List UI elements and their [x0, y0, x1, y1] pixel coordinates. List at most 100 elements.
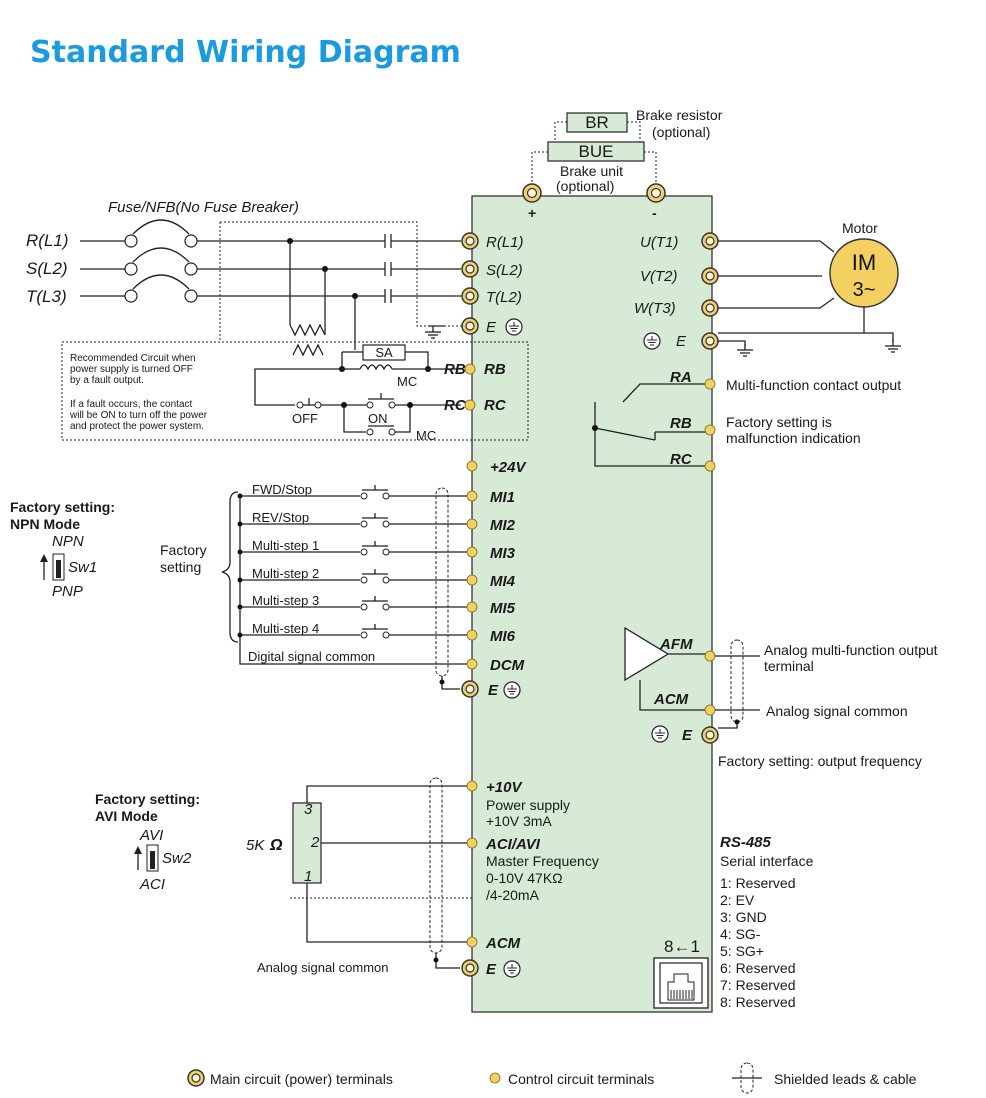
pot-pin2: 2 [310, 834, 320, 851]
acm-out-label: ACM [653, 691, 689, 708]
rb-left: RB [444, 361, 466, 378]
e-dcm-label: E [488, 682, 499, 699]
acm-in-label: ACM [485, 935, 521, 952]
npn-title2: NPN Mode [10, 516, 80, 532]
terminal-24v [466, 460, 478, 472]
rs485-subtitle: Serial interface [720, 853, 814, 869]
afm-amplifier [624, 626, 670, 682]
terminal-acm-in [466, 936, 478, 948]
terminal-mi6 [466, 629, 478, 641]
mi4-label: MI4 [490, 573, 516, 590]
fuse-label: Fuse/NFB(No Fuse Breaker) [108, 199, 299, 216]
aci-desc3: /4-20mA [486, 887, 540, 903]
plus10-label: +10V [486, 779, 523, 796]
avi-sw: Sw2 [162, 850, 192, 867]
term-r-label: R(L1) [486, 234, 524, 251]
di-label-2: REV/Stop [252, 510, 309, 525]
aci-desc2: 0-10V 47KΩ [486, 870, 563, 886]
legend: Main circuit (power) terminals Control c… [187, 1062, 917, 1094]
npn-title1: Factory setting: [10, 499, 115, 515]
mc-label: MC [397, 374, 417, 389]
pot-value: 5K [246, 837, 265, 854]
afm-factory: Factory setting: output frequency [718, 753, 922, 769]
dc-minus-label: - [652, 205, 657, 221]
plus10-desc2: +10V 3mA [486, 813, 552, 829]
input-s: S(L2) [26, 259, 68, 278]
motor-phase: 3~ [853, 279, 876, 301]
term-t-label: T(L2) [486, 289, 522, 306]
plus24-label: +24V [490, 459, 527, 476]
e-analog-label: E [486, 961, 497, 978]
brake-resistor-optional: (optional) [652, 124, 710, 140]
rc-term: RC [484, 397, 507, 414]
mi2-label: MI2 [490, 517, 516, 534]
note1-line1: Recommended Circuit when [70, 353, 196, 364]
di-label-3: Multi-step 1 [252, 538, 319, 553]
afm-desc2: terminal [764, 658, 814, 674]
di-label-1: FWD/Stop [252, 482, 312, 497]
terminal-mi2 [466, 518, 478, 530]
rs485-pin-8: 8: Reserved [720, 994, 795, 1010]
mi3-label: MI3 [490, 545, 516, 562]
npn-top: NPN [52, 533, 84, 550]
potentiometer [292, 802, 322, 884]
terminal-rb [704, 424, 716, 436]
rs485-pin-7: 7: Reserved [720, 977, 795, 993]
legend-shield-icon [740, 1062, 754, 1094]
rs485-pin-3: 3: GND [720, 909, 767, 925]
terminal-mi1 [466, 490, 478, 502]
dcm-term-label: DCM [490, 657, 525, 674]
di-label-5: Multi-step 3 [252, 593, 319, 608]
legend-shield: Shielded leads & cable [774, 1071, 917, 1087]
rs485-pin-1: 1: Reserved [720, 875, 795, 891]
motor-label: Motor [842, 220, 878, 236]
motor-im: IM [852, 250, 876, 275]
brake-resistor-label: Brake resistor [636, 107, 723, 123]
terminal-plus10 [466, 780, 478, 792]
relay-rb-label1: Factory setting is [726, 414, 832, 430]
rs485-arrow: 8←1 [664, 937, 700, 956]
out-v: V(T2) [640, 268, 678, 285]
note2-line3: and protect the power system. [70, 421, 204, 432]
terminal-ra [704, 378, 716, 390]
out-e: E [676, 333, 687, 350]
aci-label: ACI/AVI [485, 836, 541, 853]
relay-rb-label2: malfunction indication [726, 430, 861, 446]
terminal-mi5 [466, 601, 478, 613]
npn-sw: Sw1 [68, 559, 97, 576]
brake-unit-label: Brake unit [560, 163, 623, 179]
rs485-pin-list: 1: Reserved 2: EV 3: GND 4: SG- 5: SG+ 6… [720, 875, 795, 1010]
on-label: ON [368, 411, 388, 426]
npn-bottom: PNP [52, 583, 83, 600]
sa-label: SA [375, 345, 393, 360]
brake-unit-optional: (optional) [556, 178, 614, 194]
terminal-aci [466, 837, 478, 849]
pot-ohm: Ω [269, 837, 283, 854]
out-u: U(T1) [640, 234, 678, 251]
afm-e-label: E [682, 727, 693, 744]
power-inputs: R(L1) S(L2) T(L3) [26, 219, 461, 357]
dcm-common-label: Digital signal common [248, 649, 375, 664]
factory-setting-1: Factory [160, 542, 207, 558]
mi6-label: MI6 [490, 628, 516, 645]
avi-title1: Factory setting: [95, 791, 200, 807]
pot-pin3: 3 [304, 801, 313, 818]
rc-left: RC [444, 397, 467, 414]
terminal-afm [704, 650, 716, 662]
di-label-6: Multi-step 4 [252, 621, 319, 636]
brake-unit-code: BUE [579, 142, 614, 161]
input-t: T(L3) [26, 287, 67, 306]
afm-common: Analog signal common [766, 703, 908, 719]
terminal-mi3 [466, 546, 478, 558]
mi5-label: MI5 [490, 600, 516, 617]
note1-line3: by a fault output. [70, 375, 144, 386]
avi-title2: AVI Mode [95, 808, 158, 824]
plus10-desc1: Power supply [486, 797, 570, 813]
digital-inputs: FWD/Stop REV/Stop Multi-step 1 Multi-ste… [237, 482, 525, 699]
afm-desc1: Analog multi-function output [764, 642, 938, 658]
di-label-4: Multi-step 2 [252, 566, 319, 581]
relay-ra: RA [670, 369, 692, 386]
mi1-label: MI1 [490, 489, 515, 506]
term-e-label: E [486, 319, 497, 336]
off-label: OFF [292, 411, 318, 426]
